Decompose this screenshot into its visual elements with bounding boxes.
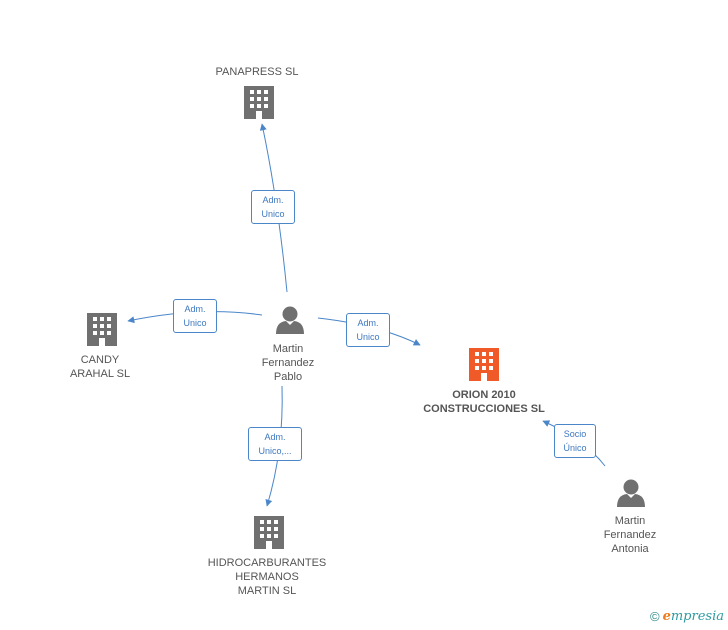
orion-building-icon[interactable] <box>469 348 499 381</box>
panapress-building-icon[interactable] <box>244 86 274 119</box>
hidrocarburantes-building-icon[interactable] <box>254 516 284 549</box>
candy-label[interactable]: CANDY ARAHAL SL <box>69 354 131 380</box>
empresia-logo[interactable]: empresia <box>663 609 724 624</box>
orion-label[interactable]: ORION 2010 CONSTRUCCIONES SL <box>423 389 545 415</box>
edge-label-antonia-to-orion: Socio Único <box>554 424 596 458</box>
martin-antonia-label[interactable]: Martin Fernandez Antonia <box>603 515 657 555</box>
martin-antonia-person-icon[interactable] <box>617 479 645 508</box>
candy-building-icon[interactable] <box>87 313 117 346</box>
edge-label-to-orion: Adm. Unico <box>346 313 390 347</box>
logo-text: mpresia <box>670 609 724 624</box>
martin-pablo-label[interactable]: Martin Fernandez Pablo <box>261 343 315 383</box>
edge-label-to-candy: Adm. Unico <box>173 299 217 333</box>
footer-brand: © empresia <box>650 609 724 624</box>
logo-initial: e <box>662 609 671 624</box>
edge-label-to-panapress: Adm. Unico <box>251 190 295 224</box>
edge-label-to-hidrocarburantes: Adm. Unico,... <box>248 427 302 461</box>
martin-pablo-person-icon[interactable] <box>276 306 304 335</box>
hidrocarburantes-label[interactable]: HIDROCARBURANTES HERMANOS MARTIN SL <box>207 557 327 597</box>
copyright-symbol: © <box>649 609 660 624</box>
panapress-label[interactable]: PANAPRESS SL <box>215 66 299 78</box>
